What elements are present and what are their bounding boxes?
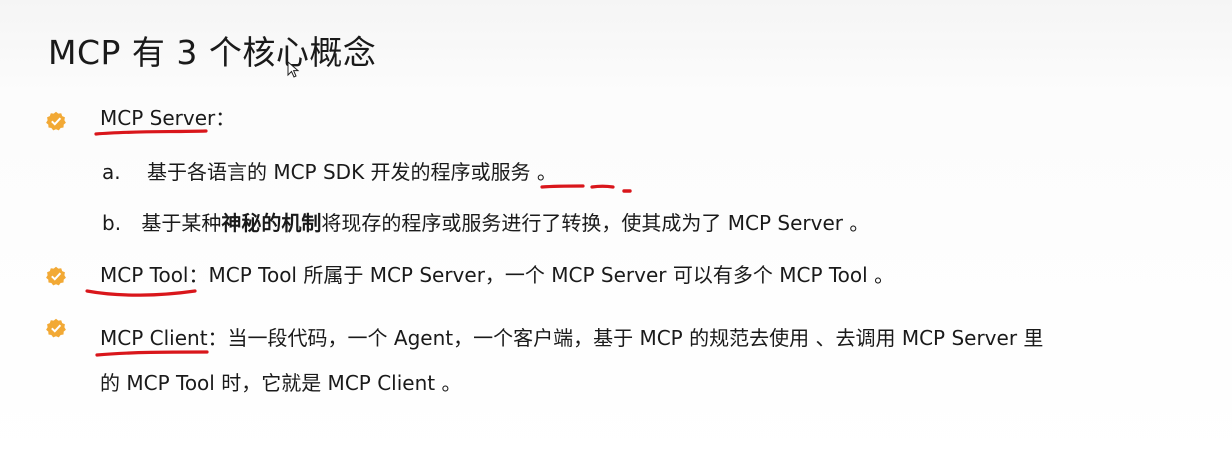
sub-item-text: 或 [470,160,491,184]
underline-fuwu [540,184,585,189]
sub-item-marker: b. [102,211,122,235]
term-colon: ： [215,106,236,130]
sub-item-text: 基于各语言的 MCP SDK 开发的程序 [146,160,471,184]
bullet-text: MCP Tool 所属于 MCP Server，一个 MCP Server 可以… [208,263,895,287]
underline-mcp-client [95,350,209,357]
bullet-mcp-client: MCP Client：当一段代码，一个 Agent，一个客户端，基于 MCP 的… [100,326,1043,350]
page-title: MCP 有 3 个核心概念 [48,33,377,72]
bullet-mcp-tool: MCP Tool：MCP Tool 所属于 MCP Server，一个 MCP … [100,263,894,287]
bullet-mcp-server: MCP Server： [100,106,235,130]
sub-item-text-bold: 神秘的机制 [221,211,322,235]
sub-item-a: a. 基于各语言的 MCP SDK 开发的程序或服务 。 [102,160,557,184]
sub-item-text: 将现存的程序或服务进行了转换，使其成为了 MCP Server 。 [321,211,870,235]
sub-item-text: 基于某种 [141,211,222,235]
checkmark-badge-icon [46,318,66,338]
sub-item-marker: a. [102,160,121,184]
bullet-text: 当一段代码，一个 Agent，一个客户端，基于 MCP 的规范去使用 、去调用 … [227,326,1044,350]
checkmark-badge-icon [46,111,66,131]
term-mcp-server: MCP Server [100,106,216,130]
term-mcp-tool: MCP Tool [100,263,189,287]
term-colon: ： [188,263,209,287]
sub-item-text: 服务 [490,160,531,184]
bullet-text-cont: 的 MCP Tool 时，它就是 MCP Client 。 [100,371,462,395]
term-mcp-client: MCP Client [100,326,208,350]
bullet-mcp-client-cont: 的 MCP Tool 时，它就是 MCP Client 。 [100,371,461,395]
term-colon: ： [207,326,228,350]
mouse-cursor-icon [287,61,300,78]
sub-item-b: b. 基于某种神秘的机制将现存的程序或服务进行了转换，使其成为了 MCP Ser… [102,211,869,235]
underline-mcp-server [94,129,208,136]
checkmark-badge-icon [46,266,66,286]
underline-mcp-tool [85,289,197,297]
sub-item-text: 。 [530,160,557,184]
underline-fuwu-2 [590,184,615,189]
